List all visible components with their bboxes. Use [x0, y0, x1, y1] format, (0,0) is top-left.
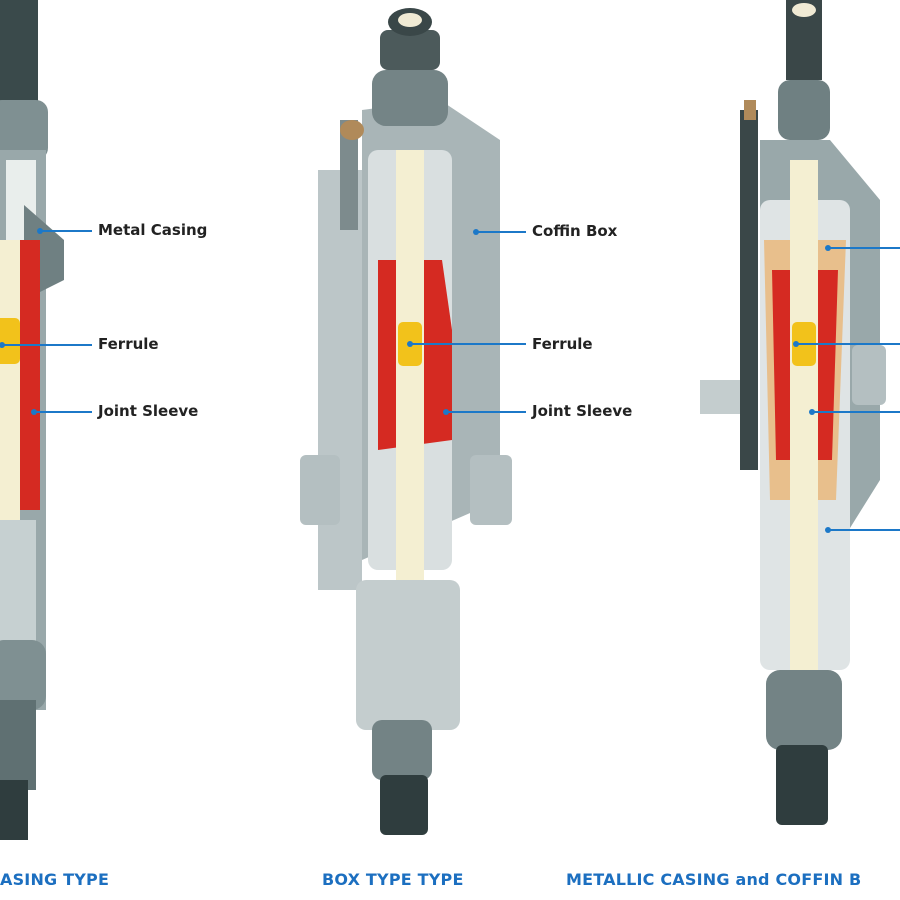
box-type-joint [300, 8, 512, 835]
caption-metal-casing-type: ASING TYPE [0, 870, 110, 889]
label-ferrule: Ferrule [532, 335, 593, 353]
label-coffin-box: Coffin Box [532, 222, 618, 240]
coffin-box-side [318, 170, 362, 590]
label-joint-sleeve: Joint Sleeve [98, 402, 199, 420]
caption-box-type: BOX TYPE TYPE [322, 870, 464, 889]
metallic-casing-coffin-box-joint [700, 0, 886, 825]
cable-insulation [396, 150, 424, 600]
caption-metallic-casing-coffin-box: METALLIC CASING and COFFIN B [566, 870, 862, 889]
label-metal-casing: Metal Casing [98, 221, 208, 239]
cable-insulation [790, 160, 818, 680]
ferrule [0, 318, 20, 364]
label-ferrule: Ferrule [98, 335, 159, 353]
metal-casing-joint [0, 0, 64, 840]
label-joint-sleeve: Joint Sleeve [532, 402, 633, 420]
